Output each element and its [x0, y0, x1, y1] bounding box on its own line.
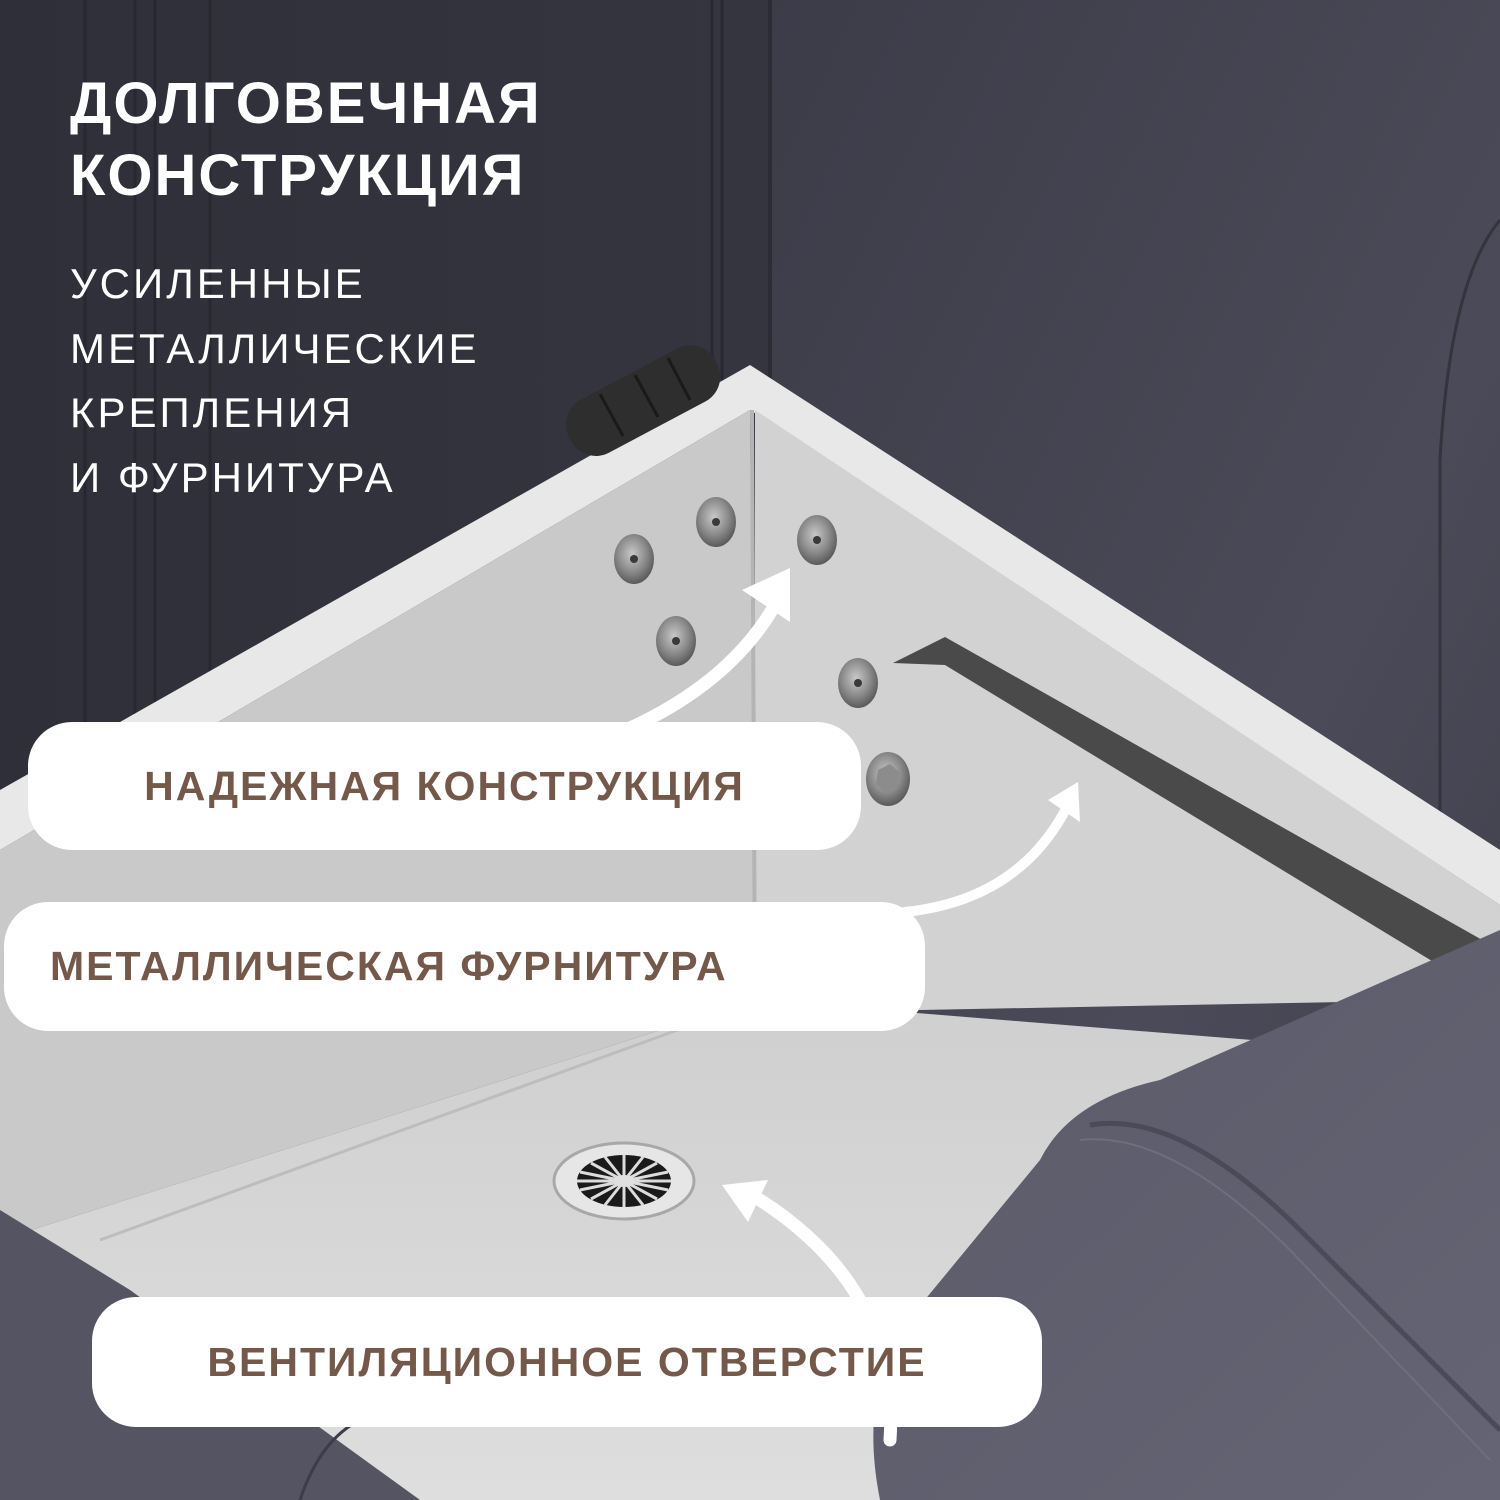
subtitle-line: МЕТАЛЛИЧЕСКИЕ [70, 324, 480, 372]
metal-bracket [893, 637, 1500, 1000]
callout-label: НАДЕЖНАЯ КОНСТРУКЦИЯ [144, 762, 745, 809]
page-title: ДОЛГОВЕЧНАЯ КОНСТРУКЦИЯ [70, 68, 542, 212]
callout-ventilation-hole: ВЕНТИЛЯЦИОННОЕ ОТВЕРСТИЕ [92, 1297, 1042, 1427]
arrow-to-bracket-icon [900, 800, 1073, 917]
title-line: КОНСТРУКЦИЯ [70, 143, 526, 208]
callout-label: ВЕНТИЛЯЦИОННОЕ ОТВЕРСТИЕ [207, 1338, 927, 1385]
wall-panel-grooves [83, 0, 724, 760]
bolts [614, 497, 910, 806]
callout-metal-hardware: МЕТАЛЛИЧЕСКАЯ ФУРНИТУРА [4, 902, 925, 1031]
subtitle-line: УСИЛЕННЫЕ [70, 260, 366, 307]
callout-reliable-construction: НАДЕЖНАЯ КОНСТРУКЦИЯ [28, 722, 861, 850]
callout-label: МЕТАЛЛИЧЕСКАЯ ФУРНИТУРА [50, 943, 728, 989]
vent-grille-icon [552, 1141, 696, 1221]
title-line: ДОЛГОВЕЧНАЯ [70, 71, 542, 136]
subtitle-line: КРЕПЛЕНИЯ [70, 389, 355, 436]
hinge-icon [566, 345, 721, 456]
subtitle: УСИЛЕННЫЕ МЕТАЛЛИЧЕСКИЕ КРЕПЛЕНИЯ И ФУРН… [70, 252, 480, 510]
subtitle-line: И ФУРНИТУРА [70, 453, 396, 501]
